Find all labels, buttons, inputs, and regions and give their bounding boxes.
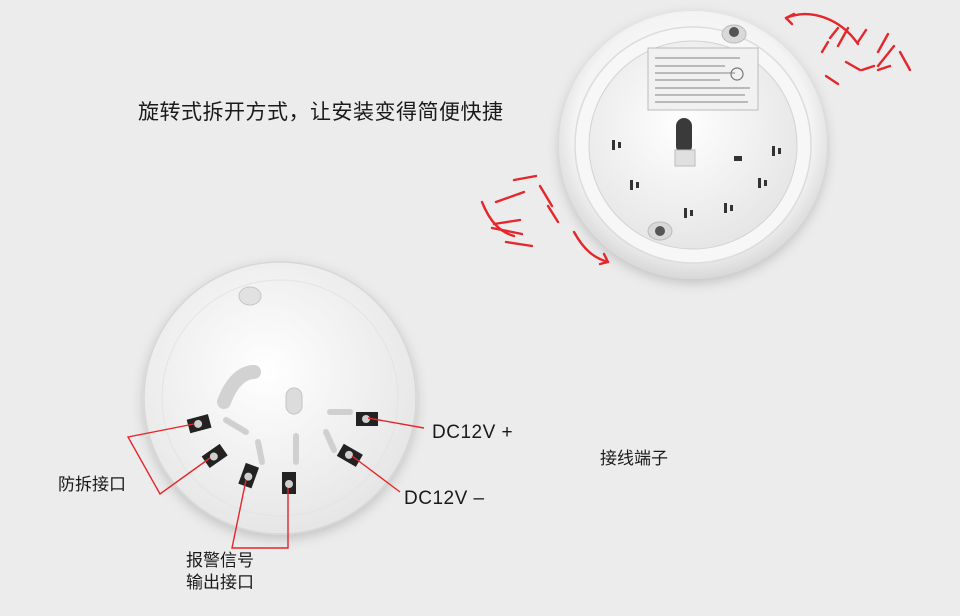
- alarm-label-line1: 报警信号: [186, 551, 254, 571]
- base-plate: [143, 261, 417, 535]
- tamper-label: 防拆接口: [58, 475, 126, 495]
- mount-slot-bottom: [647, 221, 673, 241]
- mount-slot-top: [721, 24, 747, 44]
- terminal-blocks: [186, 412, 378, 494]
- rotate-hand-icon-2: [480, 174, 610, 266]
- headline: 旋转式拆开方式，让安装变得简便快捷: [138, 100, 504, 124]
- dc-minus-callout: [351, 455, 401, 493]
- terminals-label: 接线端子: [600, 449, 668, 469]
- callout-lines: [126, 417, 425, 549]
- dc-plus-callout: [367, 417, 425, 429]
- alarm-label-line2: 输出接口: [186, 573, 254, 593]
- spec-label: [647, 47, 759, 111]
- dc-minus-label: DC12V –: [404, 488, 485, 509]
- tamper-callout: [126, 423, 211, 496]
- terminal-marks: [612, 140, 781, 218]
- alarm-callout: [231, 479, 289, 549]
- alarm-label: 报警信号 输出接口: [186, 550, 254, 594]
- detector-back-view: [559, 11, 827, 279]
- dc-plus-label: DC12V +: [432, 422, 514, 443]
- rotate-hand-icon: [784, 12, 912, 86]
